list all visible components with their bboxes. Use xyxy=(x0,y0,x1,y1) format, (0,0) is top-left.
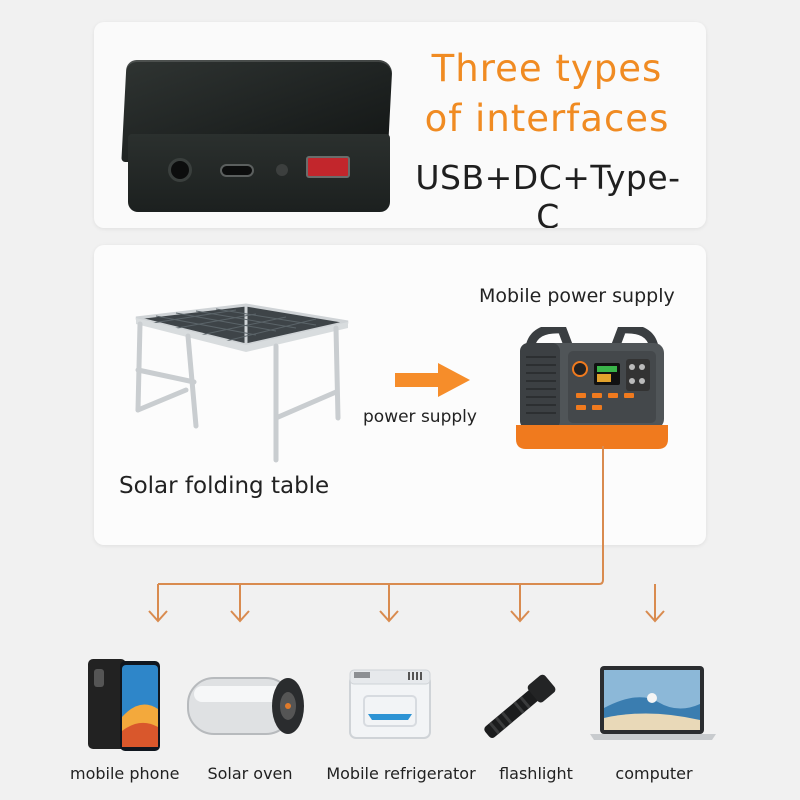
title-line-1: Three types xyxy=(431,47,663,90)
mobile-phone-image xyxy=(88,659,160,751)
device-label-computer: computer xyxy=(615,764,693,783)
mobile-power-supply-label: Mobile power supply xyxy=(479,285,675,307)
arrow-right-icon xyxy=(438,363,470,397)
device-label-mobile-phone: mobile phone xyxy=(70,764,180,783)
interfaces-title: Three types of interfaces xyxy=(414,44,680,144)
flashlight-image xyxy=(484,674,556,738)
solar-table-label: Solar folding table xyxy=(119,473,330,499)
interfaces-card: Three types of interfaces USB+DC+Type-C xyxy=(94,22,706,228)
junction-box-image xyxy=(121,60,393,212)
device-label-solar-oven: Solar oven xyxy=(207,764,293,783)
type-c-port-icon xyxy=(220,164,254,177)
title-line-2: of interfaces xyxy=(424,97,670,140)
mobile-refrigerator-image xyxy=(349,669,431,739)
dc-port-icon xyxy=(168,158,192,182)
solar-oven-image xyxy=(187,677,304,735)
device-label-mobile-refrigerator: Mobile refrigerator xyxy=(326,764,476,783)
junction-box-front xyxy=(128,134,390,212)
interface-types: USB+DC+Type-C xyxy=(415,158,681,228)
indicator-led-icon xyxy=(276,164,288,176)
power-supply-label: power supply xyxy=(363,407,477,427)
arrow-body xyxy=(395,373,440,387)
usb-port-icon xyxy=(306,156,350,178)
power-station-image xyxy=(516,327,668,449)
device-label-flashlight: flashlight xyxy=(499,764,573,783)
computer-image xyxy=(590,666,716,740)
solar-folding-table-image xyxy=(135,303,349,463)
